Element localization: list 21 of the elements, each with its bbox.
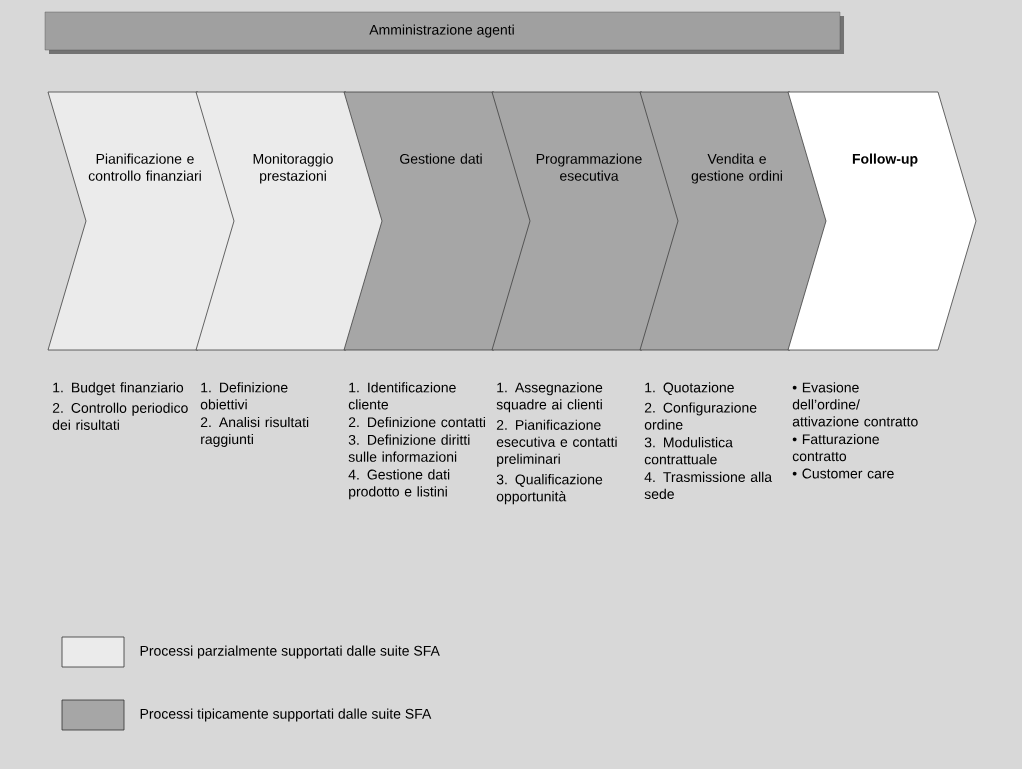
list-item: 1. Budget finanziario	[53, 382, 184, 396]
list-item: 1. Definizione obiettivi	[200, 382, 288, 410]
legend-text: Processi tipicamente supportati dalle suite SFA	[140, 708, 432, 722]
list-item: 2. Analisi risultati raggiunti	[200, 416, 309, 447]
list-item: 3. Qualificazione opportunità	[496, 474, 603, 505]
list-item: 1. Quotazione	[645, 382, 734, 395]
list-item: • Evasione dell’ordine/ attivazione contratto	[792, 382, 918, 427]
list-item: 3. Definizione diritti sulle informazioni	[348, 434, 470, 462]
heading-band: Amministrazione agenti	[44, 11, 844, 54]
list-item: 3. Modulistica contrattuale	[644, 437, 733, 465]
list-item: 1. Identificazione cliente	[348, 382, 456, 410]
list-item: 2. Controllo periodico dei risultati	[52, 402, 188, 430]
list-item: 4. Trasmissione alla sede	[644, 471, 773, 500]
list-item: • Fatturazione contratto	[792, 433, 879, 462]
list-item: 2. Definizione contatti	[348, 416, 485, 428]
list-item: 4. Gestione dati prodotto e listini	[348, 469, 450, 500]
list-item: 2. Configurazione ordine	[644, 402, 757, 430]
list-item: 2. Pianificazione esecutiva e contatti preliminari	[496, 419, 617, 467]
list-item: 1. Assegnazione squadre ai clienti	[496, 382, 603, 413]
legend-text: Processi parzialmente supportati dalle suite SFA	[140, 645, 440, 659]
list-item: • Customer care	[792, 468, 894, 479]
